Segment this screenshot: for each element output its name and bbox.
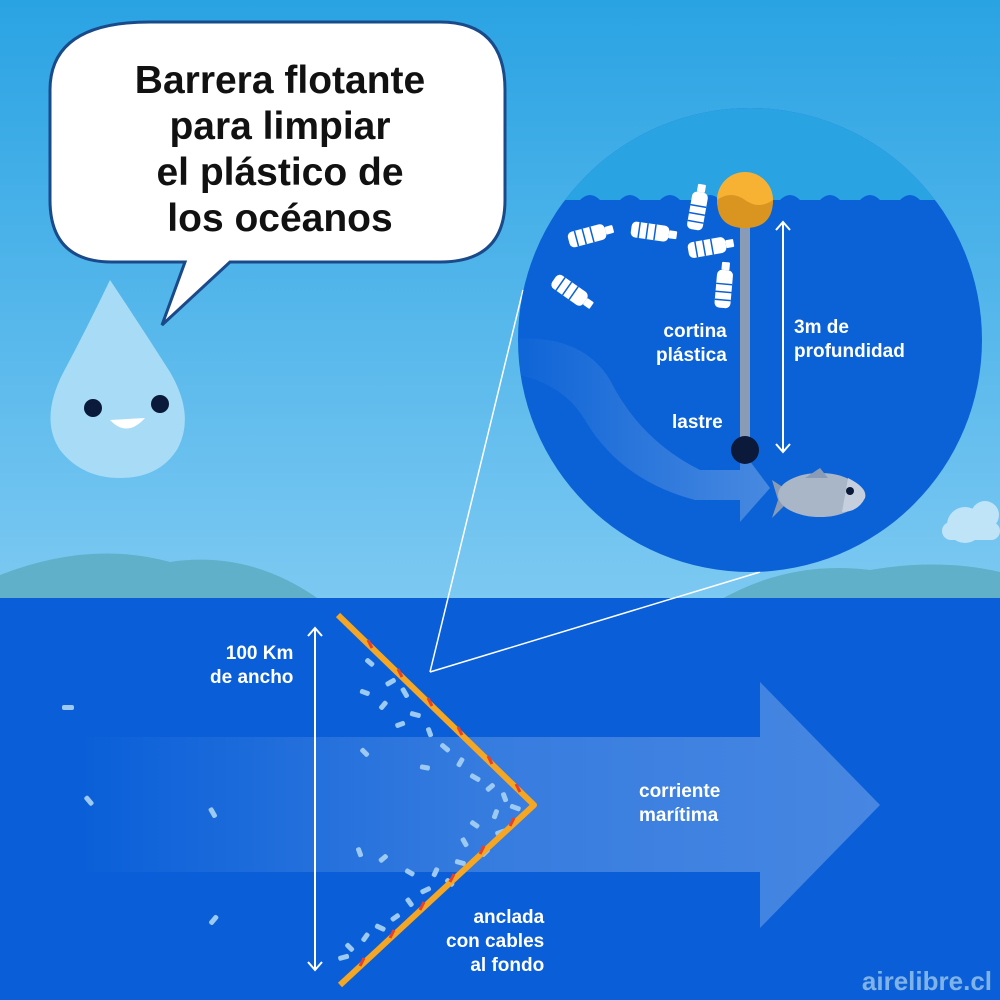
fish-icon	[772, 468, 866, 518]
buoy-icon	[717, 172, 773, 228]
width-label: 100 Km de ancho	[210, 643, 294, 688]
flow-arrow	[518, 338, 770, 522]
depth-label: 3m de profundidad	[794, 317, 905, 362]
hills	[0, 553, 1000, 600]
zoom-line	[429, 571, 761, 673]
ballast-label: lastre	[672, 412, 723, 433]
title-line: los océanos	[167, 197, 393, 240]
floating-barrier	[335, 612, 537, 988]
current-arrow	[80, 682, 880, 928]
curtain-label: cortina plástica	[656, 321, 727, 366]
speech-bubble	[48, 20, 507, 327]
credit-text[interactable]: airelibre.cl	[861, 966, 992, 996]
ballast	[731, 436, 759, 464]
cloud-icon	[942, 501, 1000, 543]
width-arrow	[307, 626, 323, 972]
title-line: Barrera flotante	[134, 59, 426, 102]
page-title: Barrera flotante para limpiar el plástic…	[60, 58, 500, 242]
current-label: corriente marítima	[639, 781, 721, 826]
anchor-label: anclada con cables al fondo	[446, 907, 545, 976]
barrier-markers	[358, 639, 522, 967]
title-line: para limpiar	[169, 105, 391, 148]
plastic-curtain	[740, 205, 750, 447]
zoom-line	[429, 289, 524, 673]
depth-arrow	[775, 220, 791, 454]
water-drop-mascot	[50, 280, 185, 478]
title-line: el plástico de	[156, 151, 404, 194]
